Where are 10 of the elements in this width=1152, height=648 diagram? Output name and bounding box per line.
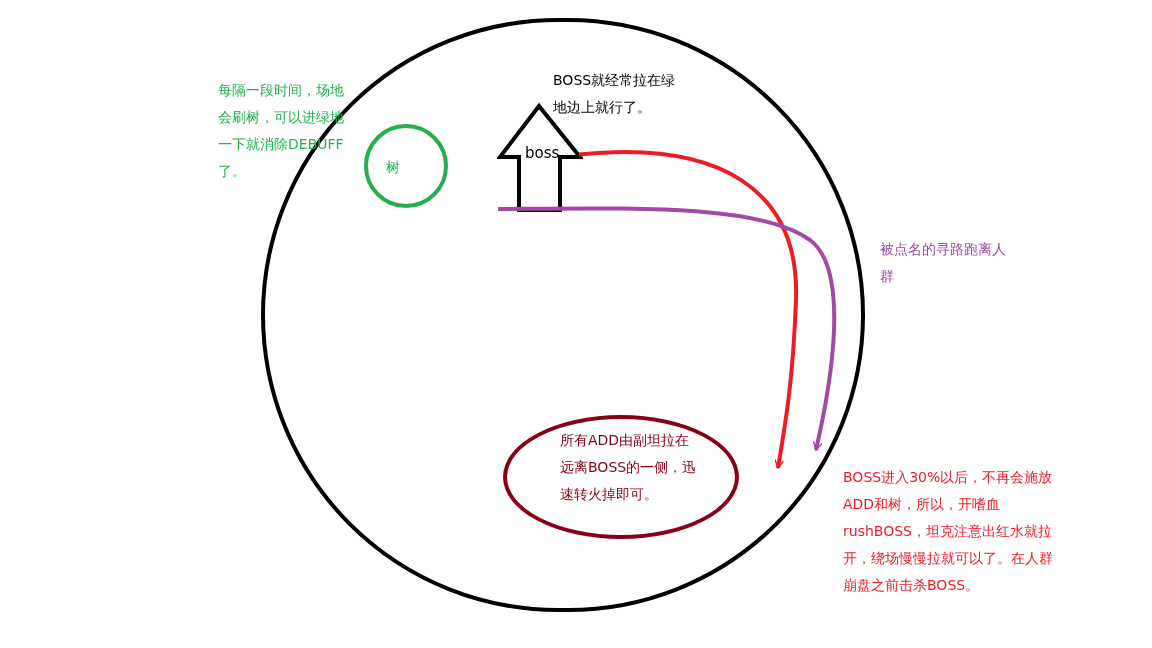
node-label: 树	[386, 158, 400, 177]
curved-arrow	[498, 206, 837, 451]
note-text: BOSS进入30%以后，不再会施放ADD和树，所以，开嗜血rushBOSS，坦克注意出红水就拉开，绕场慢慢拉就可以了。在人群崩盘之前击杀BOSS。	[843, 468, 1054, 595]
curved-arrow	[578, 150, 798, 469]
node-label: boss	[525, 143, 560, 164]
boss-arrow	[497, 102, 583, 213]
note-text: BOSS就经常拉在绿地边上就行了。	[553, 71, 677, 117]
note-text: 所有ADD由副坦拉在远离BOSS的一侧，迅速转火掉即可。	[560, 431, 698, 504]
add-ellipse	[503, 415, 739, 539]
note-text: 被点名的寻路跑离人群	[880, 240, 1007, 286]
